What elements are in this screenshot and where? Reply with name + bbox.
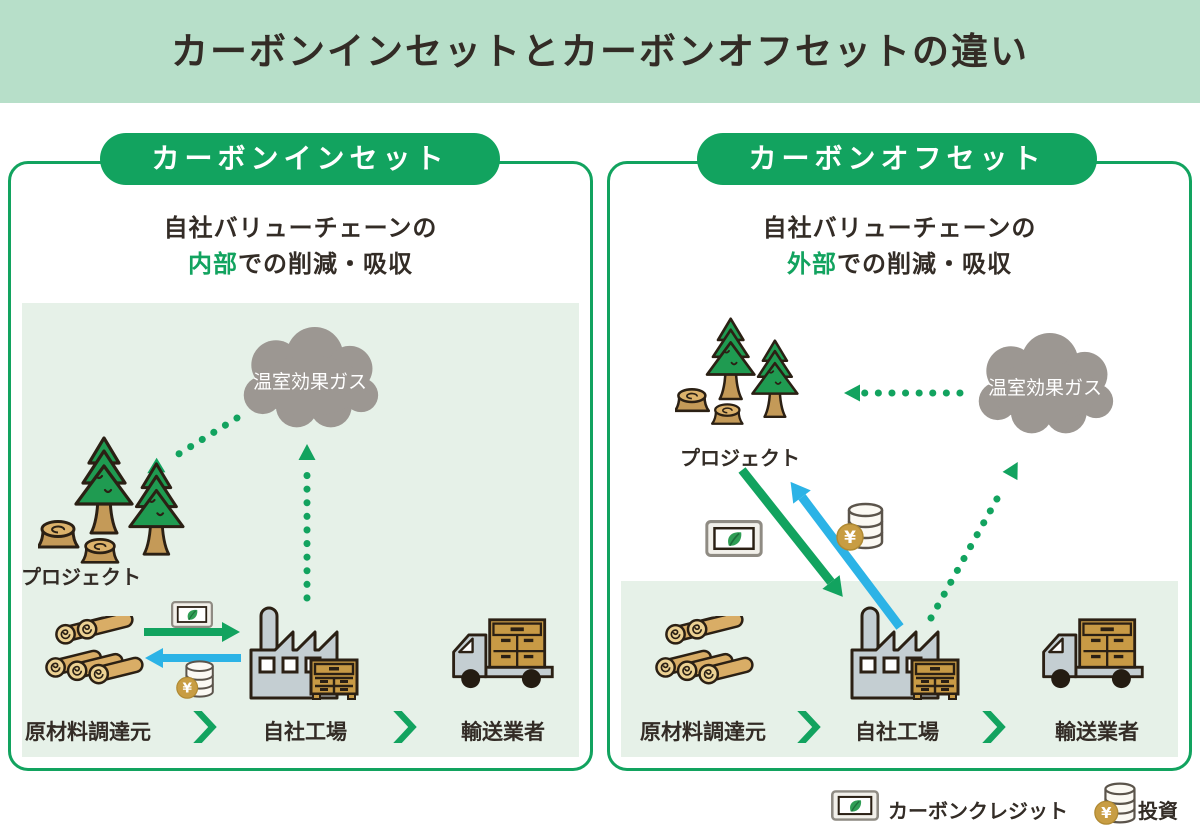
offset-chain-factory-label: 自社工場 (855, 720, 939, 744)
offset-header-pill: カーボンオフセット (697, 133, 1097, 185)
logs-icon (34, 616, 146, 689)
inset-subtitle-highlight: 内部 (188, 250, 238, 278)
chevron-right-icon (392, 711, 418, 743)
chevron-right-icon (192, 711, 218, 743)
credit-flow-arrow (738, 467, 843, 597)
forest-icon (675, 308, 810, 436)
offset-chain-transport-label: 輸送業者 (1055, 720, 1139, 744)
offset-chain-supplier-label: 原材料調達元 (640, 720, 766, 744)
page-title: カーボンインセットとカーボンオフセットの違い (171, 30, 1029, 73)
inset-subtitle-line2: 内部での削減・吸収 (8, 246, 593, 282)
legend-credit-label: カーボンクレジット (888, 799, 1068, 823)
inset-subtitle: 自社バリューチェーンの 内部での削減・吸収 (8, 210, 593, 282)
factory-icon (846, 600, 962, 702)
truck-icon (1036, 616, 1148, 690)
offset-cloud-label: 温室効果ガス (987, 377, 1102, 399)
inset-project-label: プロジェクト (21, 565, 141, 589)
coin-stack-icon (836, 500, 886, 552)
inset-subtitle-rest: での削減・吸収 (238, 250, 413, 278)
logs-icon (644, 616, 756, 689)
inset-chain-supplier-label: 原材料調達元 (25, 720, 151, 744)
emission-dotted-arrow (298, 444, 316, 602)
forest-icon (38, 436, 198, 566)
offset-subtitle-line2: 外部での削減・吸収 (607, 246, 1192, 282)
coin-stack-icon (1094, 780, 1138, 826)
inset-subtitle-line1: 自社バリューチェーンの (163, 214, 438, 242)
inset-header-pill: カーボンインセット (100, 133, 500, 185)
offset-subtitle-line1: 自社バリューチェーンの (762, 214, 1037, 242)
carbon-credit-icon (831, 790, 879, 821)
carbon-credit-icon (705, 520, 763, 557)
truck-icon (446, 616, 558, 690)
credit-flow-arrow (144, 622, 240, 642)
factory-icon (245, 600, 361, 702)
emission-dotted-arrow (927, 462, 1018, 622)
absorption-dotted-arrow (844, 384, 964, 402)
inset-chain-factory-label: 自社工場 (263, 720, 347, 744)
coin-stack-icon (176, 658, 216, 700)
offset-project-label: プロジェクト (680, 446, 800, 470)
offset-subtitle-rest: での削減・吸収 (837, 250, 1012, 278)
inset-chain-transport-label: 輸送業者 (461, 720, 545, 744)
inset-cloud-label: 温室効果ガス (252, 371, 367, 393)
investment-flow-arrow (145, 648, 241, 668)
chevron-right-icon (981, 711, 1007, 743)
offset-subtitle: 自社バリューチェーンの 外部での削減・吸収 (607, 210, 1192, 282)
title-banner: カーボンインセットとカーボンオフセットの違い (0, 0, 1200, 103)
investment-flow-arrow (790, 481, 904, 630)
legend-invest-label: 投資 (1138, 799, 1178, 823)
offset-subtitle-highlight: 外部 (787, 250, 837, 278)
